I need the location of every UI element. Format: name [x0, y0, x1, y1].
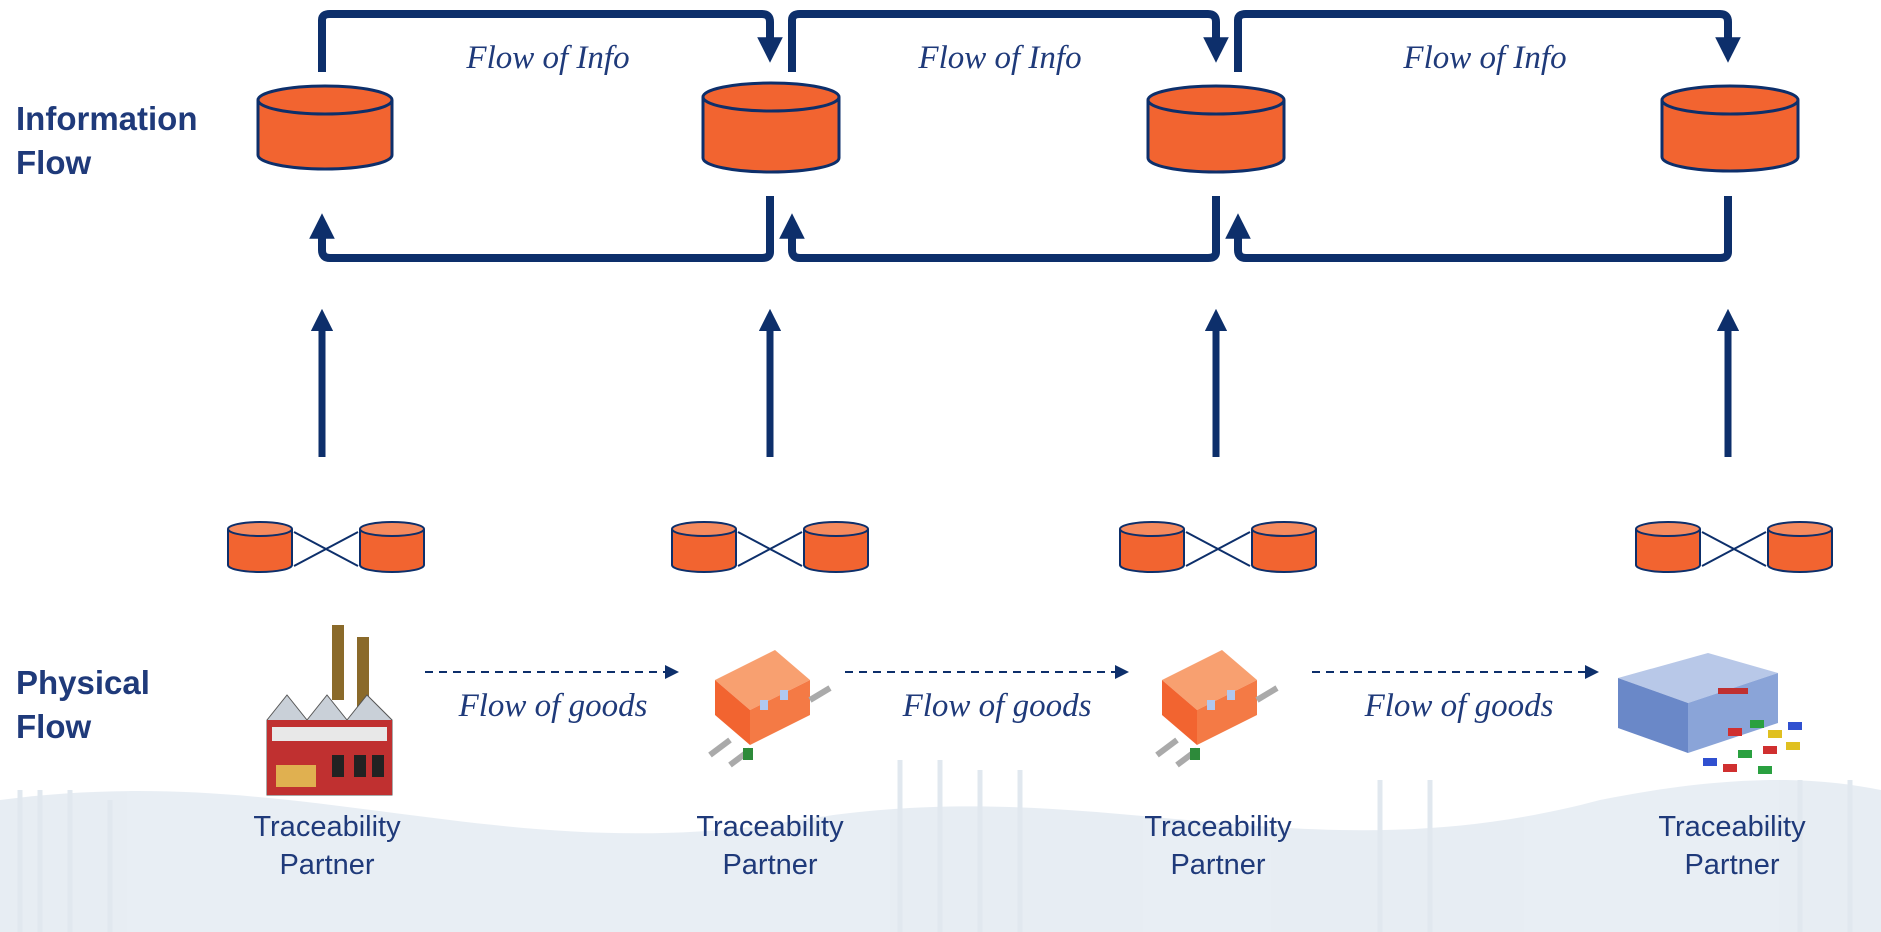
partner-label: Traceability Partner	[1622, 808, 1842, 884]
database-icon	[1146, 84, 1286, 174]
info-flow-arrow	[788, 10, 1229, 72]
physical-flow-label-line1: Physical	[16, 664, 150, 701]
partner-label: Traceability Partner	[660, 808, 880, 884]
database-pair	[1635, 521, 1833, 573]
partner-label: Traceability Partner	[217, 808, 437, 884]
info-return-arrow	[779, 196, 1220, 262]
database-pair	[227, 521, 425, 573]
partner-label-line2: Partner	[1170, 849, 1266, 881]
information-flow-label-line1: Information	[16, 100, 198, 137]
partner-label-line2: Partner	[1684, 849, 1780, 881]
retail-store-icon	[1618, 653, 1802, 774]
warehouse-icon	[1155, 650, 1279, 768]
info-flow-label: Flow of Info	[918, 40, 1082, 76]
partner-label-line2: Partner	[722, 849, 818, 881]
partner-label: Traceability Partner	[1108, 808, 1328, 884]
info-flow-arrow	[318, 10, 783, 72]
partner-label-line1: Traceability	[696, 811, 844, 843]
background-barcode-band	[0, 760, 1881, 932]
info-flow-arrow	[1234, 10, 1741, 72]
info-flow-label: Flow of Info	[1403, 40, 1567, 76]
database-icon	[256, 84, 394, 171]
database-icon	[1660, 84, 1800, 173]
partner-label-line1: Traceability	[1144, 811, 1292, 843]
physical-flow-label-line2: Flow	[16, 708, 92, 745]
partner-label-line1: Traceability	[1658, 811, 1806, 843]
info-databases	[256, 81, 1800, 174]
info-return-arrows-bottom	[309, 196, 1732, 262]
info-flow-arrows-top	[318, 10, 1741, 72]
database-icon	[701, 81, 841, 174]
info-flow-label: Flow of Info	[466, 40, 630, 76]
information-flow-label: Information Flow	[16, 97, 197, 185]
info-return-arrow	[1225, 196, 1732, 262]
factory-icon	[266, 625, 393, 796]
upload-arrows	[310, 308, 1740, 457]
partner-label-line1: Traceability	[253, 811, 401, 843]
local-database-pairs	[227, 521, 1833, 573]
database-pair	[1119, 521, 1317, 573]
information-flow-label-line2: Flow	[16, 144, 92, 181]
warehouse-icon	[708, 650, 832, 768]
goods-flow-label: Flow of goods	[1364, 688, 1554, 724]
info-return-arrow	[309, 196, 774, 262]
goods-flow-label: Flow of goods	[458, 688, 648, 724]
database-pair	[671, 521, 869, 573]
partner-label-line2: Partner	[279, 849, 375, 881]
physical-flow-label: Physical Flow	[16, 661, 150, 749]
goods-flow-label: Flow of goods	[902, 688, 1092, 724]
